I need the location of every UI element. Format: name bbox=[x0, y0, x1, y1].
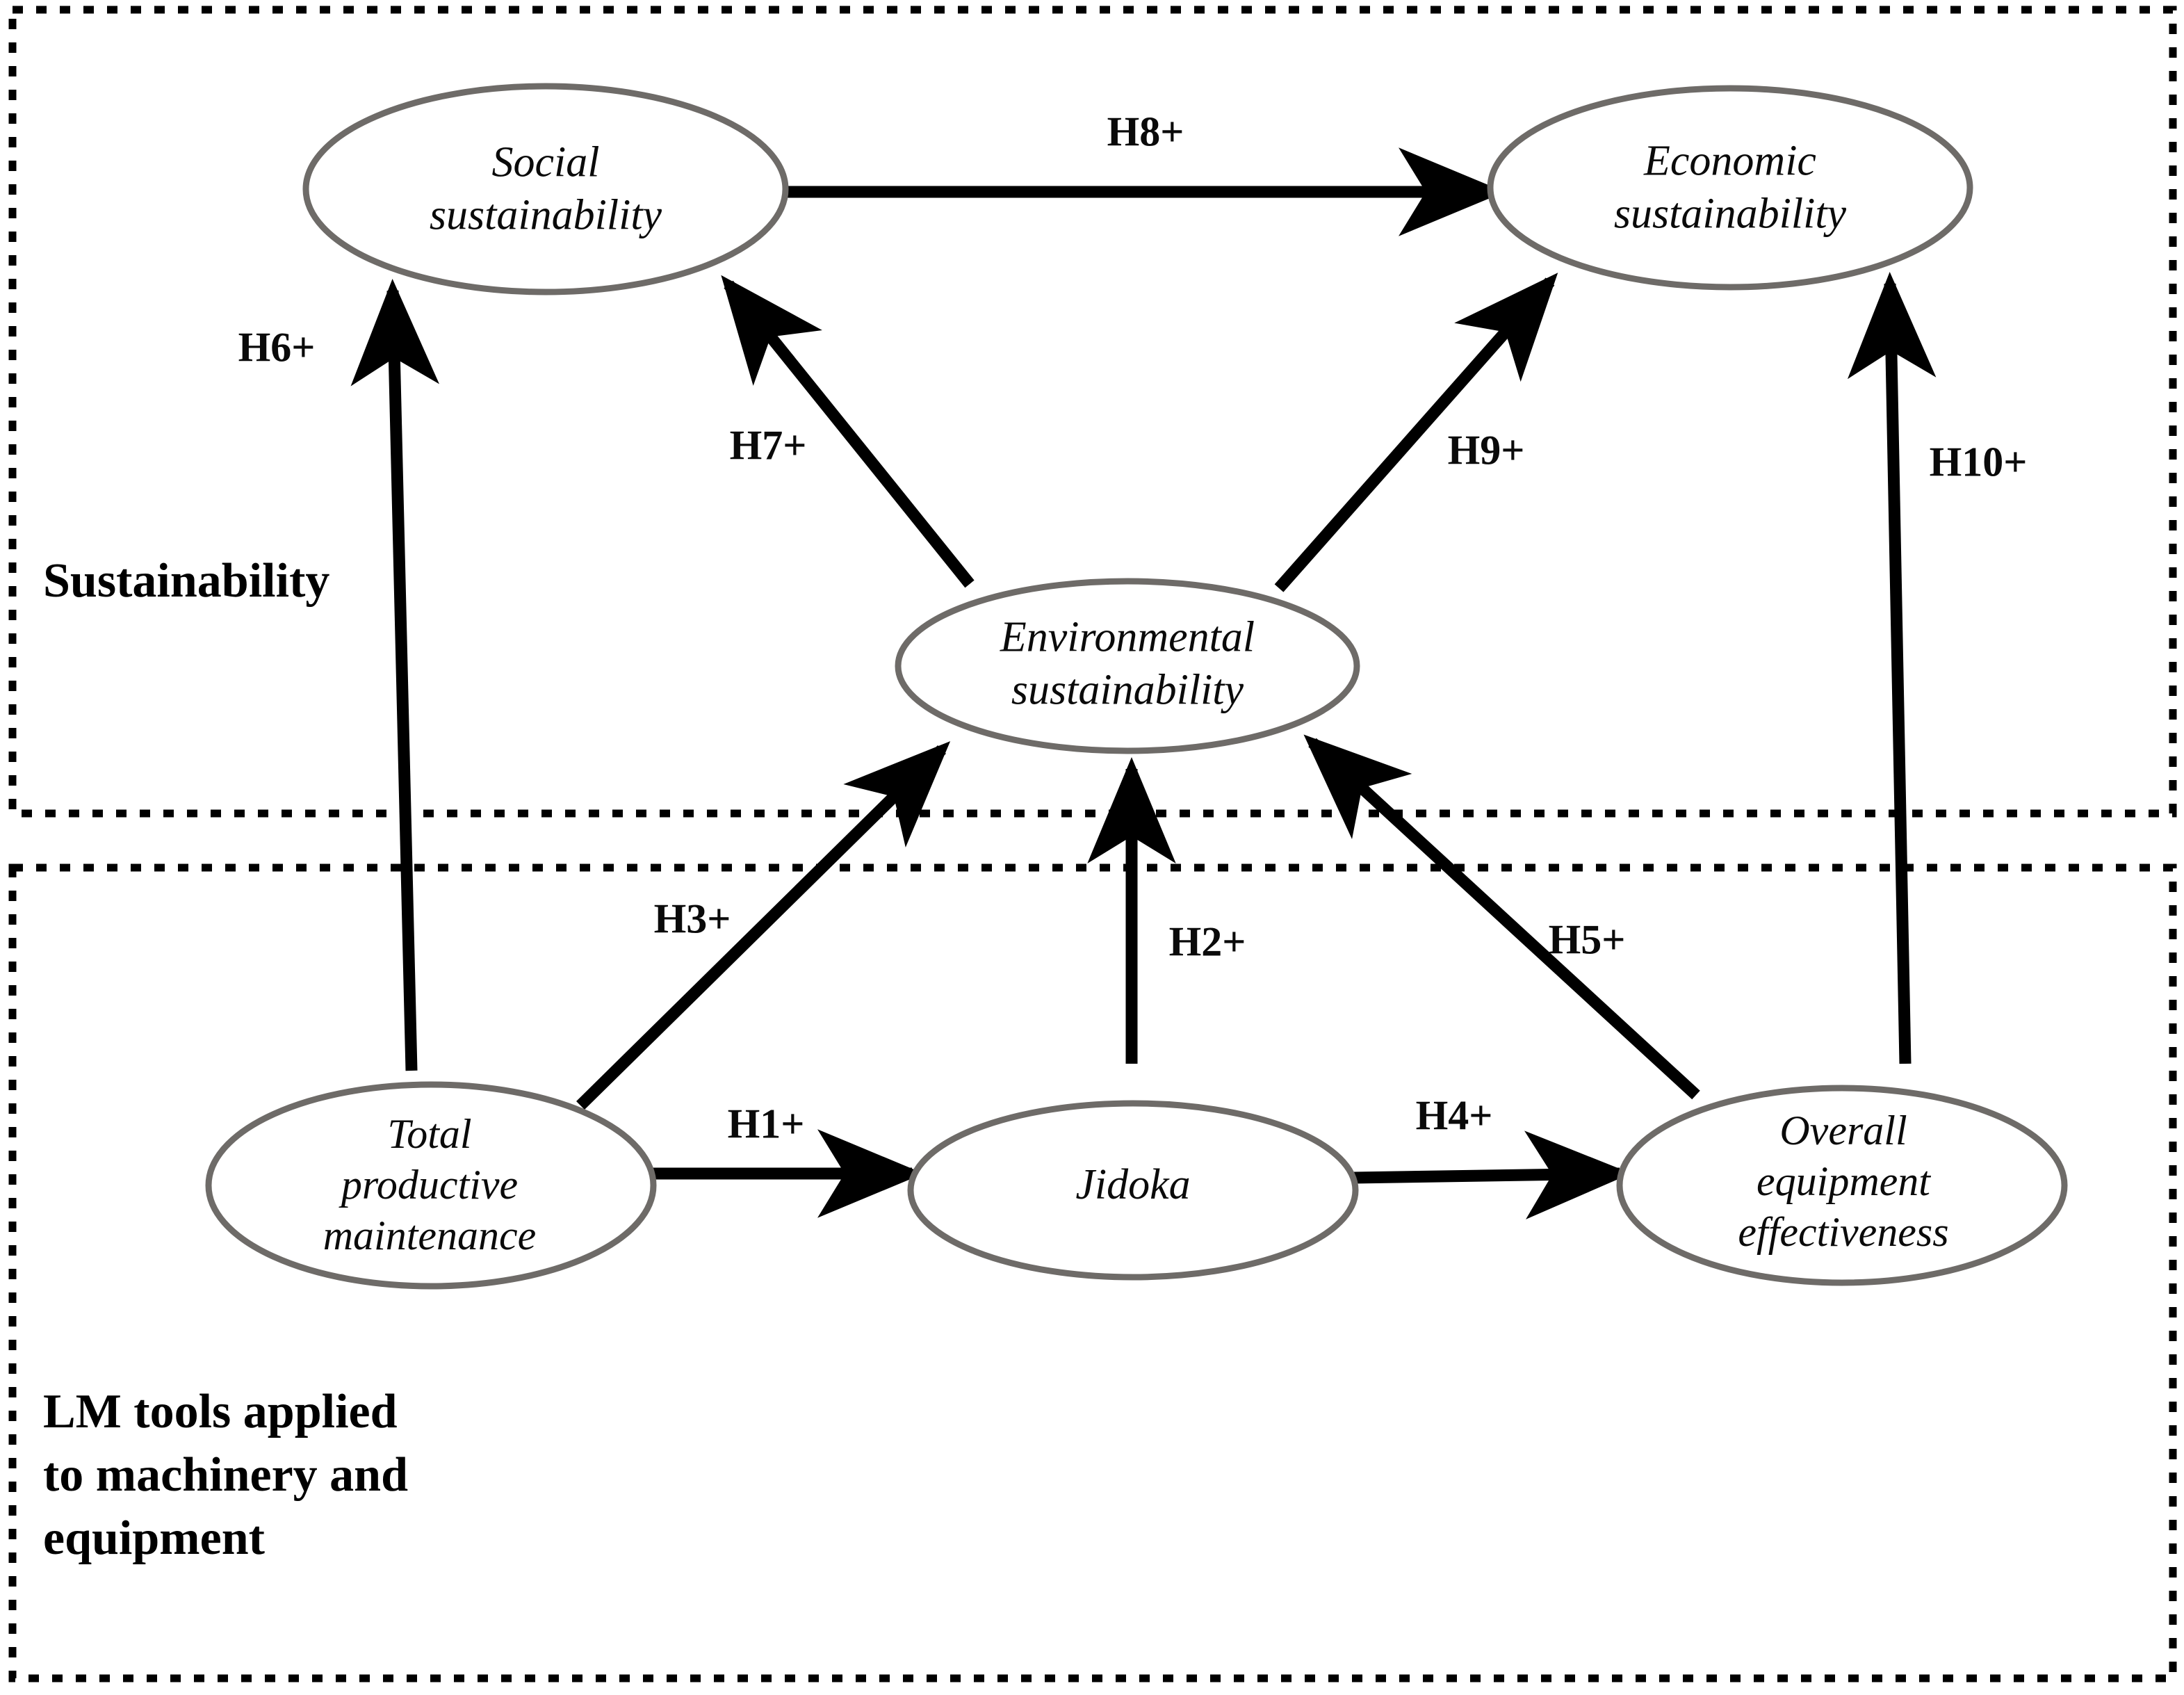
node-social[interactable] bbox=[302, 83, 789, 295]
edge-h5 bbox=[1303, 734, 1700, 1100]
edge-label-h1: H1+ bbox=[727, 1101, 805, 1147]
group-box-lm-tools bbox=[8, 863, 2177, 1682]
group-label-sustainability: Sustainability bbox=[43, 554, 330, 608]
group-label-lm-tools: LM tools applied to machinery and equipm… bbox=[43, 1385, 408, 1565]
edge-label-h8: H8+ bbox=[1107, 108, 1184, 155]
node-jidoka[interactable] bbox=[907, 1100, 1359, 1281]
edge-label-h2: H2+ bbox=[1168, 918, 1246, 965]
edge-label-h9: H9+ bbox=[1447, 427, 1525, 473]
edge-h10 bbox=[1847, 272, 1937, 1064]
node-tpm[interactable] bbox=[205, 1081, 657, 1290]
edge-label-h6: H6+ bbox=[238, 324, 316, 371]
node-economic[interactable] bbox=[1487, 85, 1973, 291]
edge-h9 bbox=[1274, 273, 1558, 592]
edge-label-h3: H3+ bbox=[653, 895, 731, 942]
edge-label-h5: H5+ bbox=[1548, 916, 1626, 963]
edge-h6 bbox=[350, 279, 440, 1071]
node-oee[interactable] bbox=[1616, 1085, 2068, 1286]
edge-label-h10: H10+ bbox=[1929, 439, 2028, 485]
edge-h4 bbox=[1353, 1130, 1631, 1219]
edge-label-h7: H7+ bbox=[729, 422, 807, 469]
edge-label-h4: H4+ bbox=[1415, 1092, 1493, 1139]
edge-h7 bbox=[721, 275, 975, 588]
node-environmental[interactable] bbox=[895, 578, 1360, 754]
edge-h3 bbox=[576, 741, 951, 1110]
